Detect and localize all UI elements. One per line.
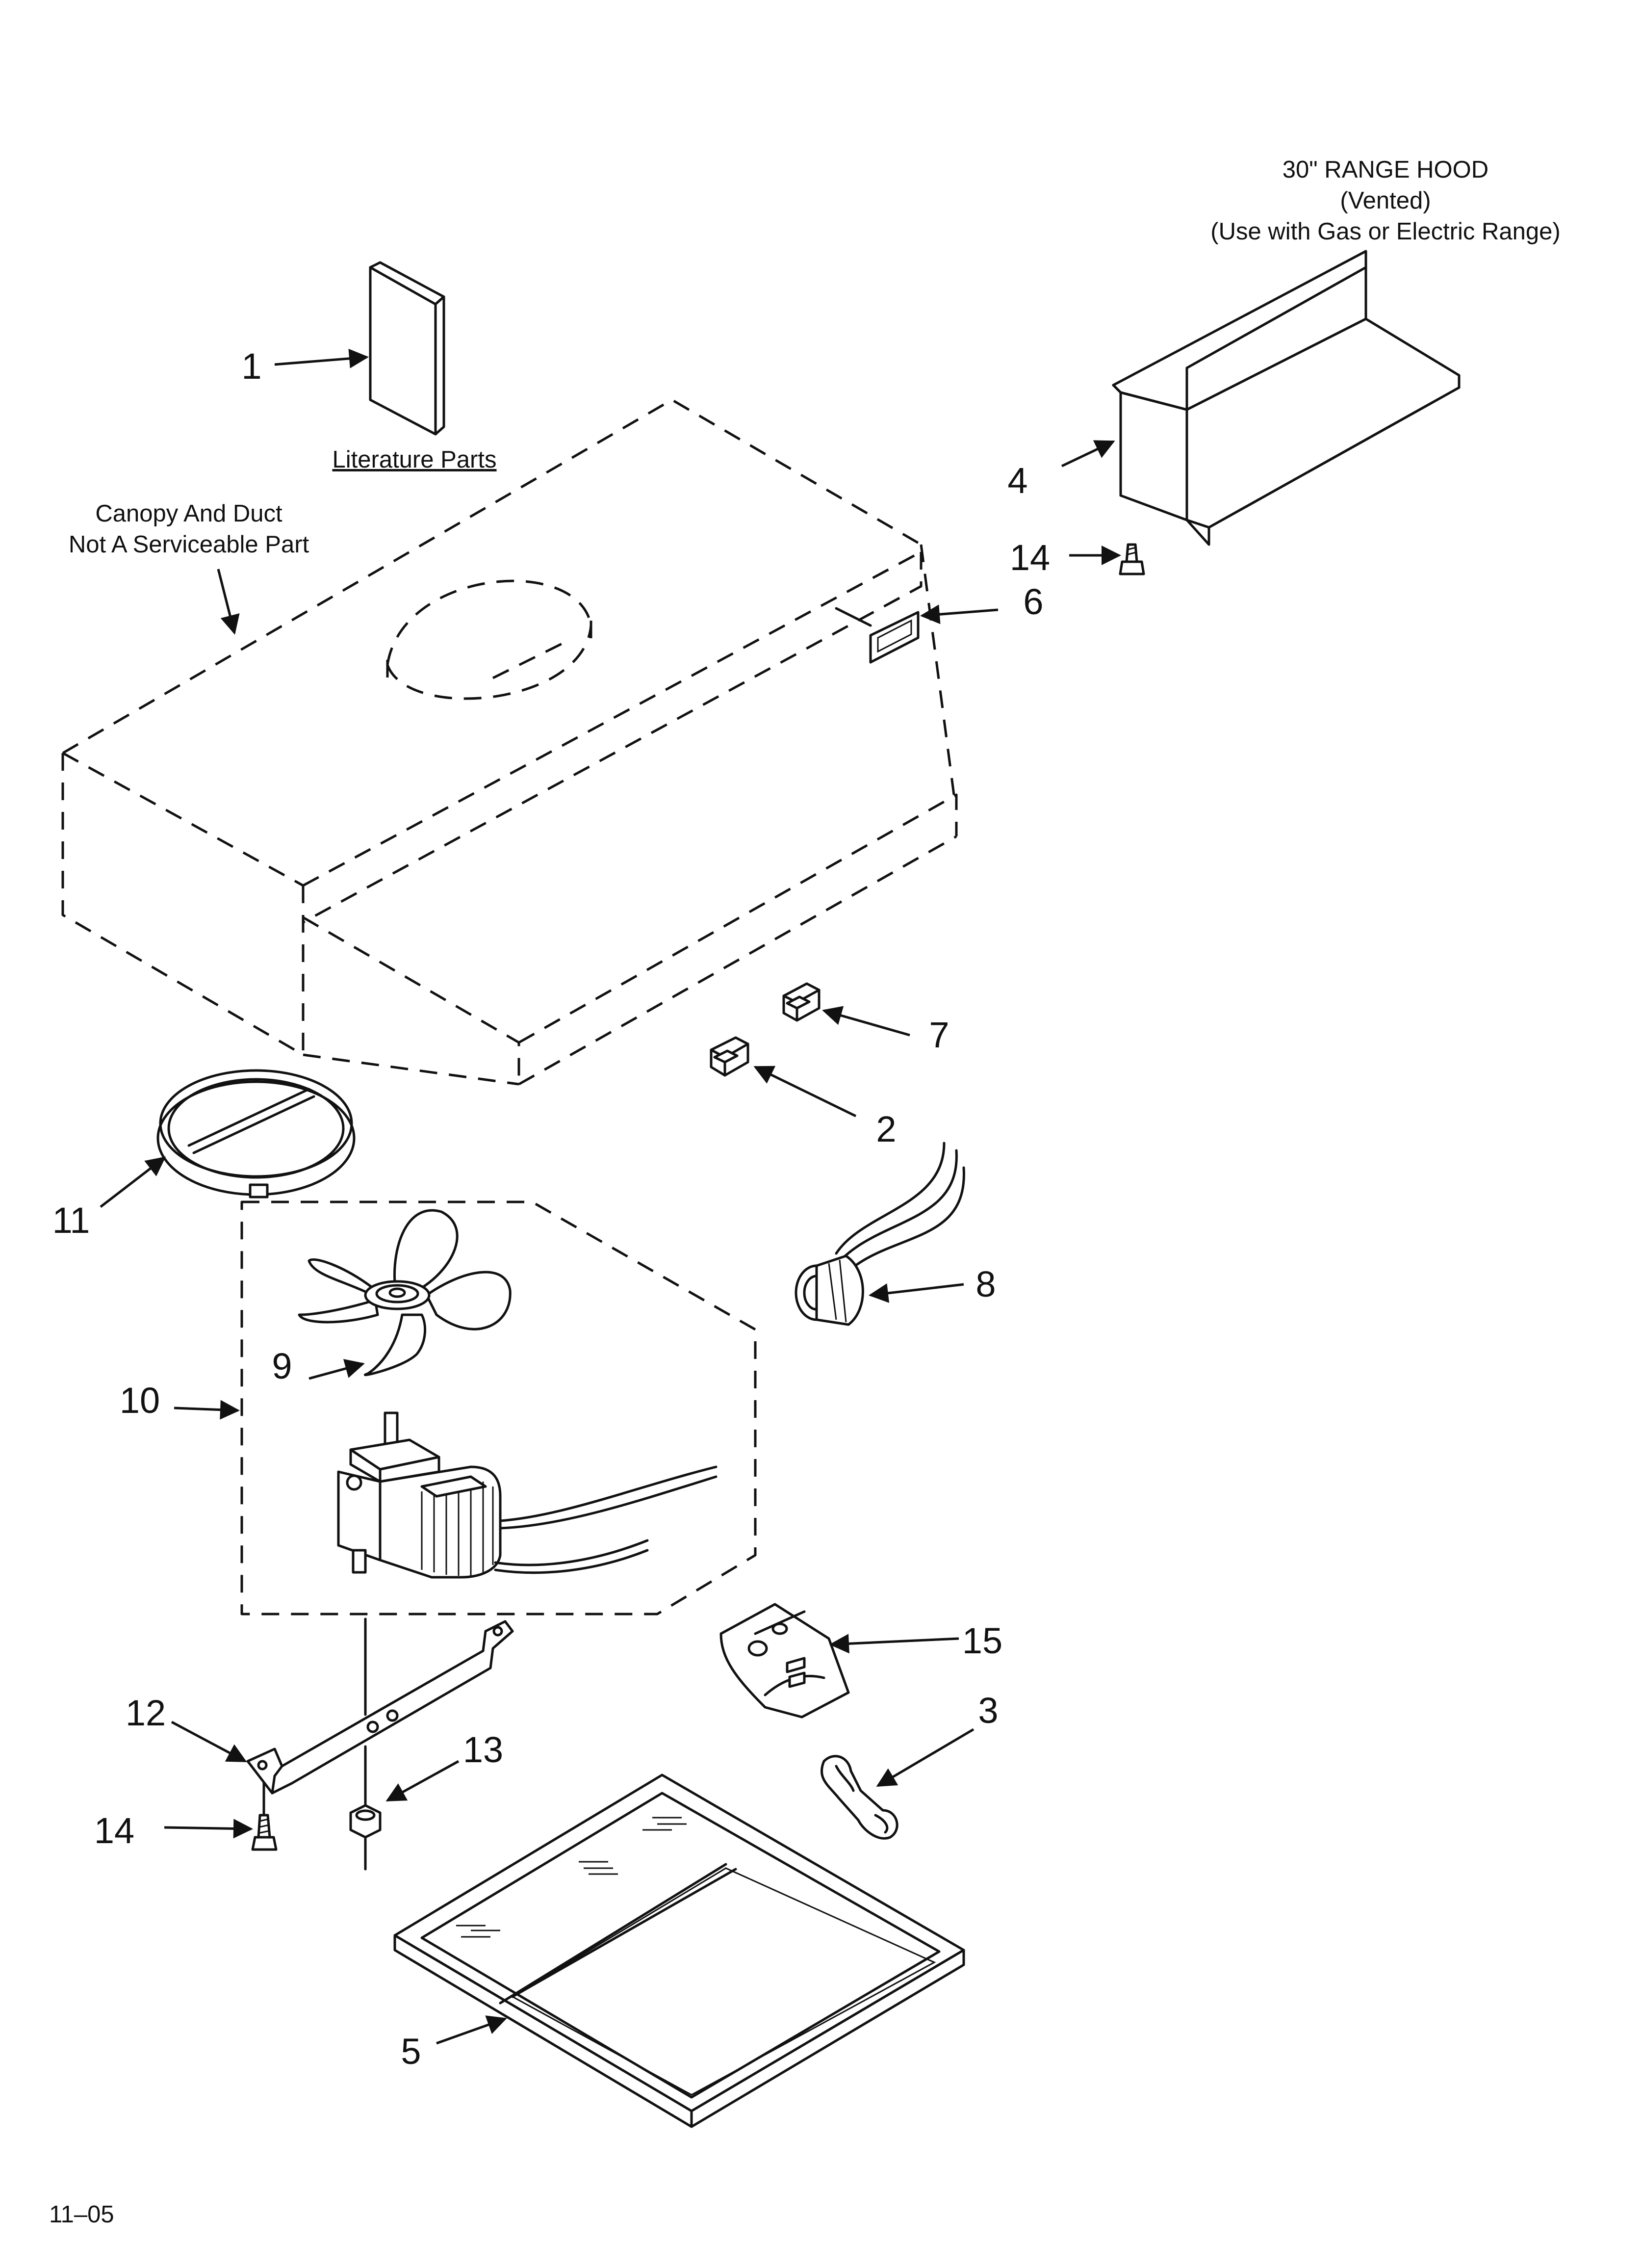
part-10-motor-assembly xyxy=(174,1200,757,1616)
literature-parts: Literature Parts xyxy=(274,261,497,473)
title-line-1: 30" RANGE HOOD xyxy=(1283,156,1488,183)
part-12-motor-bracket xyxy=(171,1617,514,1795)
title-line-3: (Use with Gas or Electric Range) xyxy=(1210,218,1560,245)
canopy-note-line-2: Not A Serviceable Part xyxy=(69,531,309,558)
callout-13: 13 xyxy=(463,1729,503,1770)
canopy-note-line-1: Canopy And Duct xyxy=(95,500,282,527)
title-line-2: (Vented) xyxy=(1340,187,1431,214)
part-14-screw-lower xyxy=(164,1777,278,1851)
callout-1: 1 xyxy=(241,346,261,387)
part-4-bracket xyxy=(1061,250,1461,546)
callout-3: 3 xyxy=(978,1690,998,1731)
canopy-note: Canopy And Duct Not A Serviceable Part xyxy=(69,500,309,635)
part-15-socket-bracket xyxy=(719,1603,959,1719)
part-8-lamp-socket xyxy=(795,1142,965,1326)
callout-14-upper: 14 xyxy=(1010,537,1050,578)
callout-8: 8 xyxy=(975,1264,996,1304)
part-9-fan-blade xyxy=(298,1209,512,1380)
callout-15: 15 xyxy=(962,1620,1002,1661)
part-14-screw-upper xyxy=(1069,543,1145,575)
callout-7: 7 xyxy=(929,1015,949,1055)
canopy-outline xyxy=(61,398,958,1086)
callout-10: 10 xyxy=(120,1380,160,1421)
part-2-switch xyxy=(710,1036,857,1118)
callout-2: 2 xyxy=(876,1109,896,1149)
callout-4: 4 xyxy=(1007,460,1027,501)
callout-9: 9 xyxy=(272,1346,292,1386)
date-code: 11–05 xyxy=(49,2201,114,2228)
callout-14-lower: 14 xyxy=(94,1810,134,1851)
callout-5: 5 xyxy=(401,2031,421,2072)
literature-label: Literature Parts xyxy=(333,446,497,473)
part-3-wire-clip xyxy=(820,1728,975,1840)
part-13-nut xyxy=(349,1745,460,1871)
callout-12: 12 xyxy=(126,1693,166,1733)
part-5-grease-filter xyxy=(393,1773,965,2128)
title-block: 30" RANGE HOOD (Vented) (Use with Gas or… xyxy=(1210,156,1560,245)
part-7-switch xyxy=(782,982,910,1037)
callout-11: 11 xyxy=(52,1200,90,1241)
part-6-label-plate xyxy=(835,604,999,664)
callout-labels: 1 4 14 6 7 2 11 8 9 10 15 3 12 13 14 5 xyxy=(52,346,1051,2072)
part-11-damper-ring xyxy=(100,1069,356,1208)
fan-motor xyxy=(337,1411,718,1579)
callout-6: 6 xyxy=(1023,581,1043,622)
